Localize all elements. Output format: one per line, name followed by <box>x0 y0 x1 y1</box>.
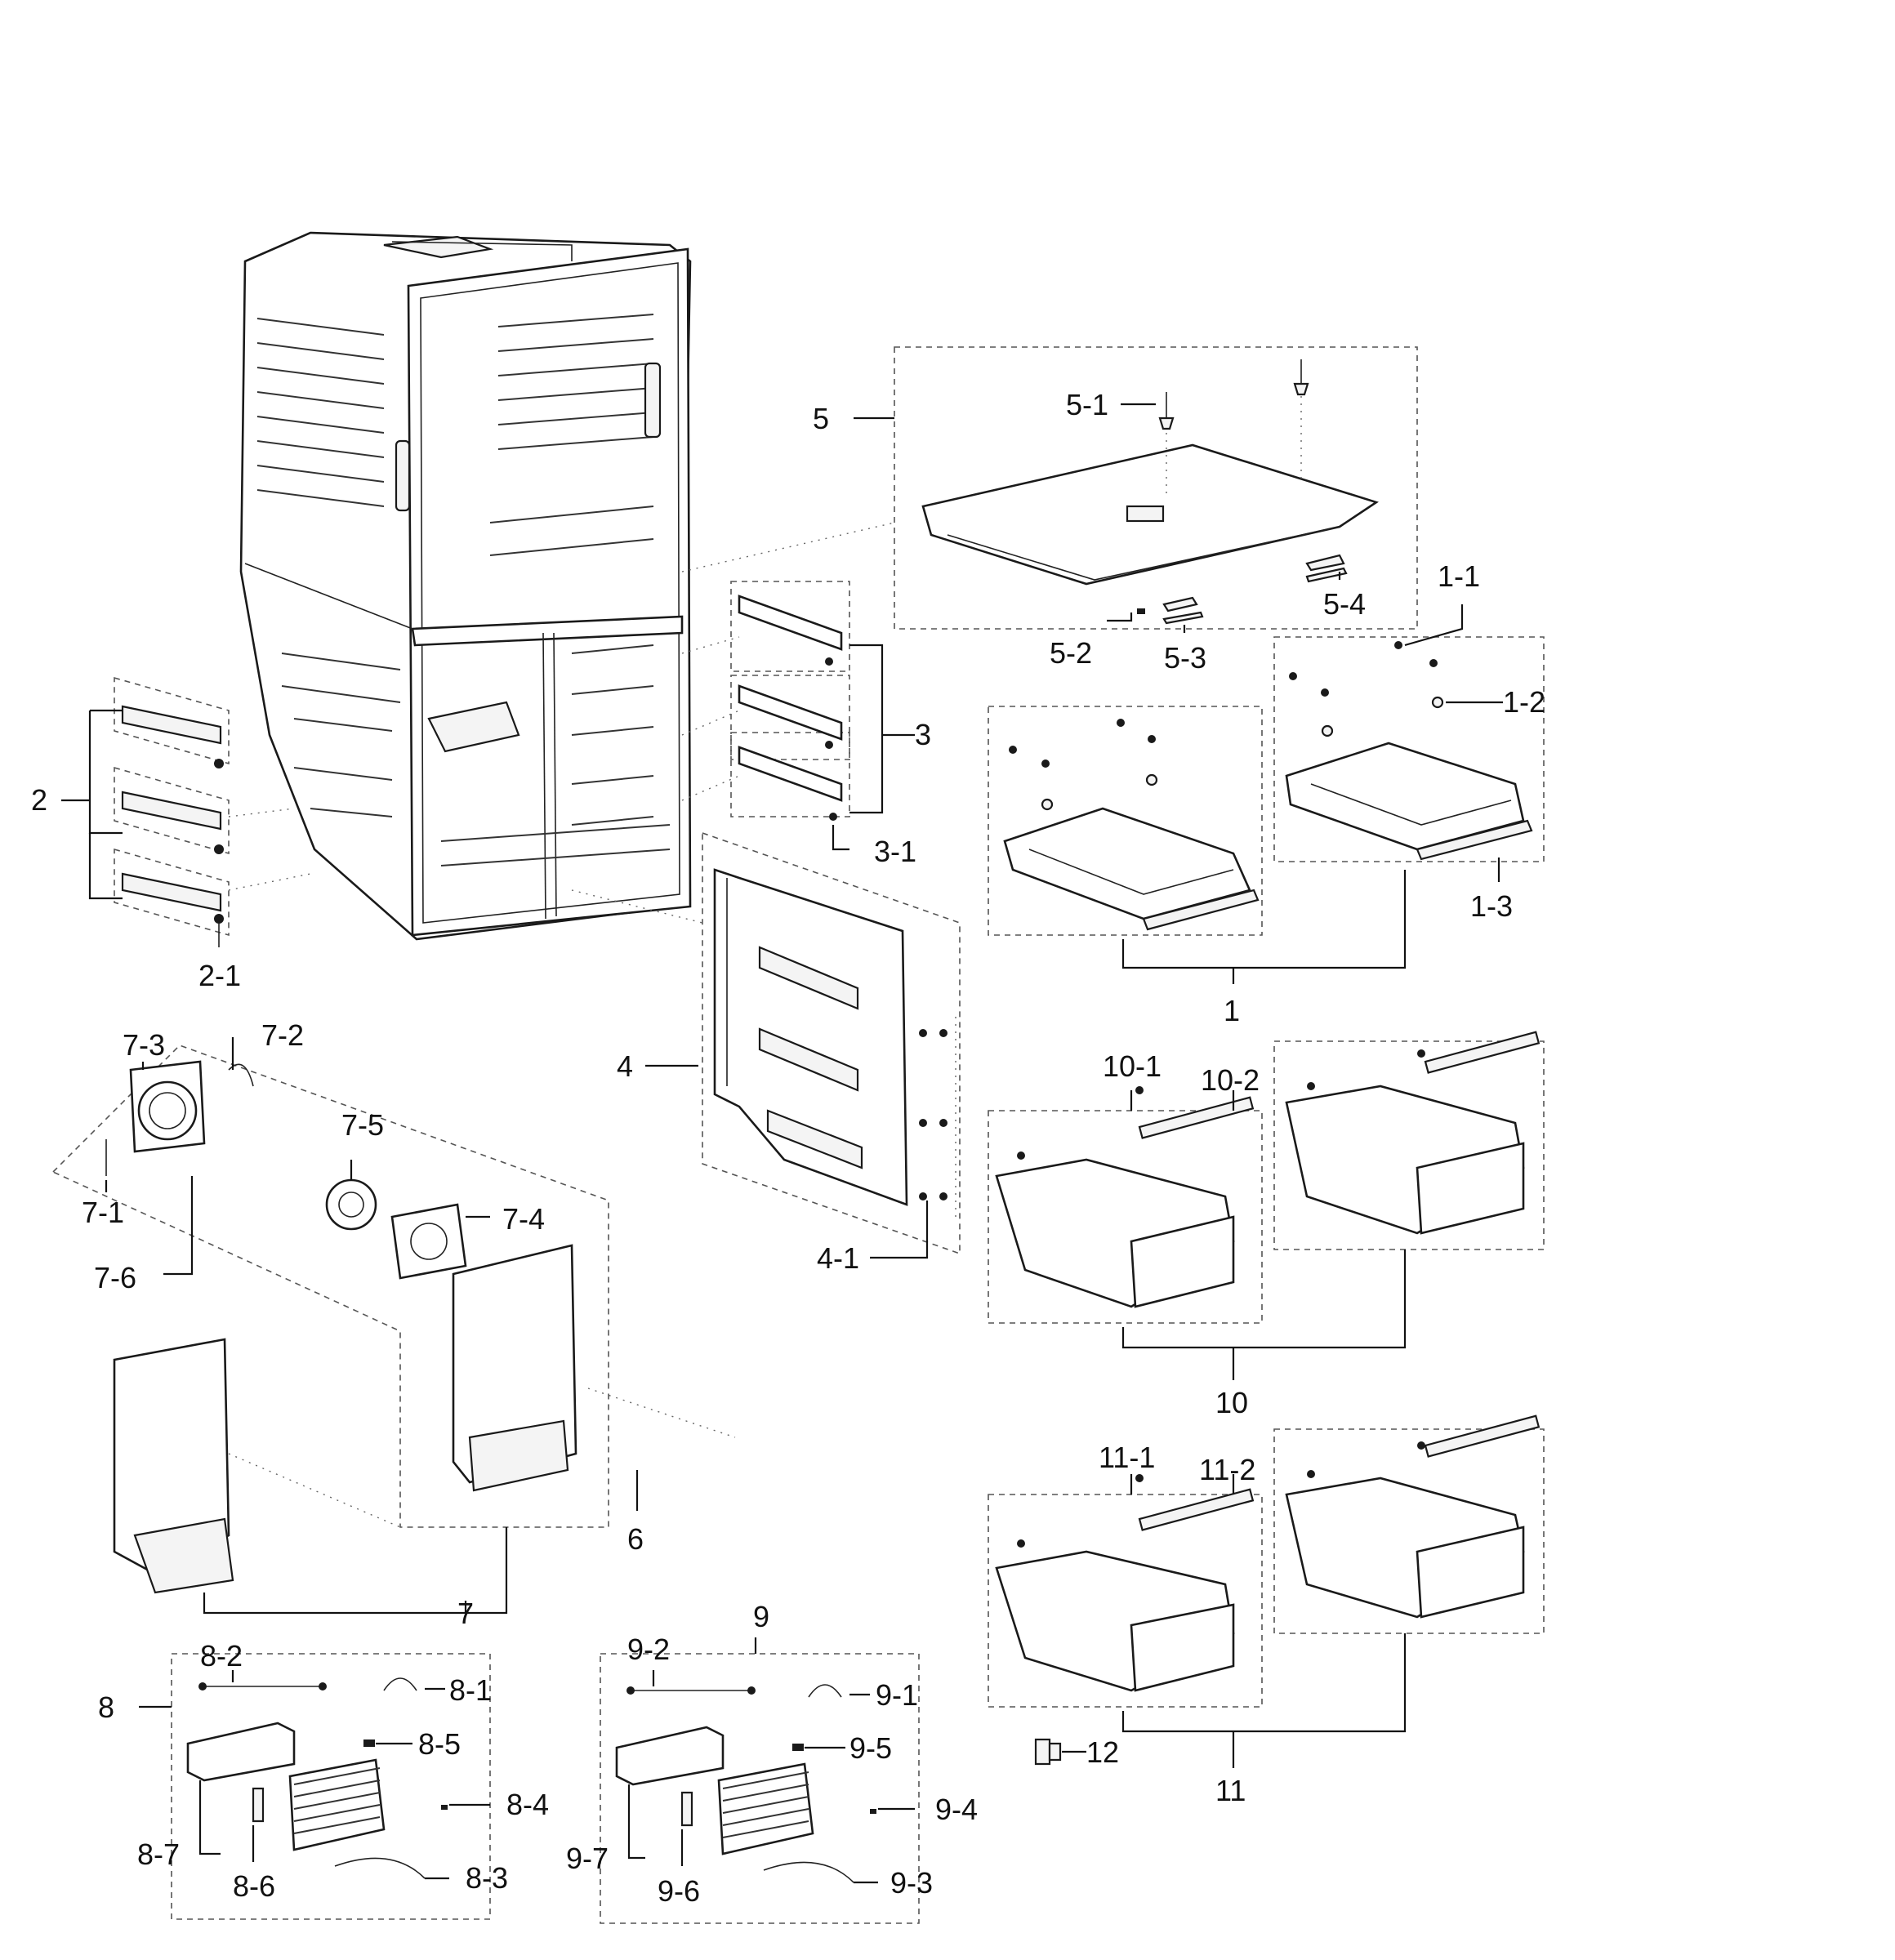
callout-8-3: 8-3 <box>466 1861 508 1895</box>
part-2-modules <box>114 676 311 947</box>
callout-11: 11 <box>1215 1774 1246 1807</box>
callout-7-2: 7-2 <box>261 1018 304 1052</box>
callout-8-6: 8-6 <box>233 1869 275 1903</box>
callout-12: 12 <box>1086 1735 1119 1769</box>
callout-3-1: 3-1 <box>874 835 916 868</box>
callout-11-2: 11-2 <box>1199 1453 1255 1486</box>
part-7-fan-assembly <box>51 1045 736 1594</box>
callout-11-1: 11-1 <box>1099 1441 1155 1474</box>
callout-10-1: 10-1 <box>1103 1049 1162 1083</box>
callout-8-1: 8-1 <box>449 1673 492 1707</box>
callout-7: 7 <box>457 1597 474 1630</box>
callout-9-3: 9-3 <box>890 1866 933 1900</box>
callout-1-1: 1-1 <box>1438 559 1480 593</box>
callout-9-5: 9-5 <box>849 1731 892 1765</box>
part-3-rails <box>681 581 850 821</box>
part-8-evaporator <box>171 1653 491 1920</box>
callout-4-1: 4-1 <box>817 1241 859 1275</box>
callout-7-4: 7-4 <box>502 1202 545 1236</box>
callout-7-1: 7-1 <box>82 1196 124 1229</box>
callout-7-6: 7-6 <box>94 1261 136 1294</box>
callout-5-1: 5-1 <box>1066 388 1108 421</box>
callout-9-2: 9-2 <box>627 1633 670 1666</box>
callout-8-5: 8-5 <box>418 1727 461 1761</box>
callout-7-3: 7-3 <box>123 1028 165 1062</box>
callout-10: 10 <box>1215 1386 1248 1419</box>
callout-8-4: 8-4 <box>506 1788 549 1821</box>
callout-9: 9 <box>753 1600 769 1633</box>
callout-8: 8 <box>98 1690 114 1724</box>
part-5-shelf-group <box>681 346 1418 630</box>
callout-5-3: 5-3 <box>1164 641 1206 675</box>
part-9-evaporator <box>600 1653 920 1924</box>
part-10-bins <box>988 1031 1545 1324</box>
cabinet-liner <box>239 231 692 941</box>
callout-7-5: 7-5 <box>341 1108 384 1142</box>
callout-labels: 5 5-1 5-2 5-3 5-4 1-1 1-2 1-3 1 3 3-1 2 … <box>31 388 1545 1908</box>
callout-5-2: 5-2 <box>1050 636 1092 670</box>
callout-3: 3 <box>915 718 931 751</box>
callout-5-4: 5-4 <box>1323 587 1366 621</box>
callout-9-6: 9-6 <box>658 1874 700 1908</box>
callout-1-3: 1-3 <box>1470 889 1513 923</box>
callout-8-7: 8-7 <box>137 1838 180 1871</box>
callout-8-2: 8-2 <box>200 1639 243 1673</box>
callout-5: 5 <box>813 402 829 435</box>
callout-1-2: 1-2 <box>1503 685 1545 719</box>
callout-4: 4 <box>617 1049 633 1083</box>
leader-lines <box>61 403 1503 1884</box>
part-1-shelves <box>988 636 1545 936</box>
callout-9-7: 9-7 <box>566 1842 609 1875</box>
callout-1: 1 <box>1224 994 1240 1027</box>
callout-9-1: 9-1 <box>876 1678 918 1712</box>
callout-2: 2 <box>31 783 47 817</box>
callout-9-4: 9-4 <box>935 1793 978 1826</box>
part-4-cover <box>571 831 961 1255</box>
part-11-bins <box>988 1414 1545 1766</box>
callout-2-1: 2-1 <box>198 959 241 992</box>
callout-6: 6 <box>627 1522 644 1556</box>
callout-10-2: 10-2 <box>1201 1063 1260 1097</box>
